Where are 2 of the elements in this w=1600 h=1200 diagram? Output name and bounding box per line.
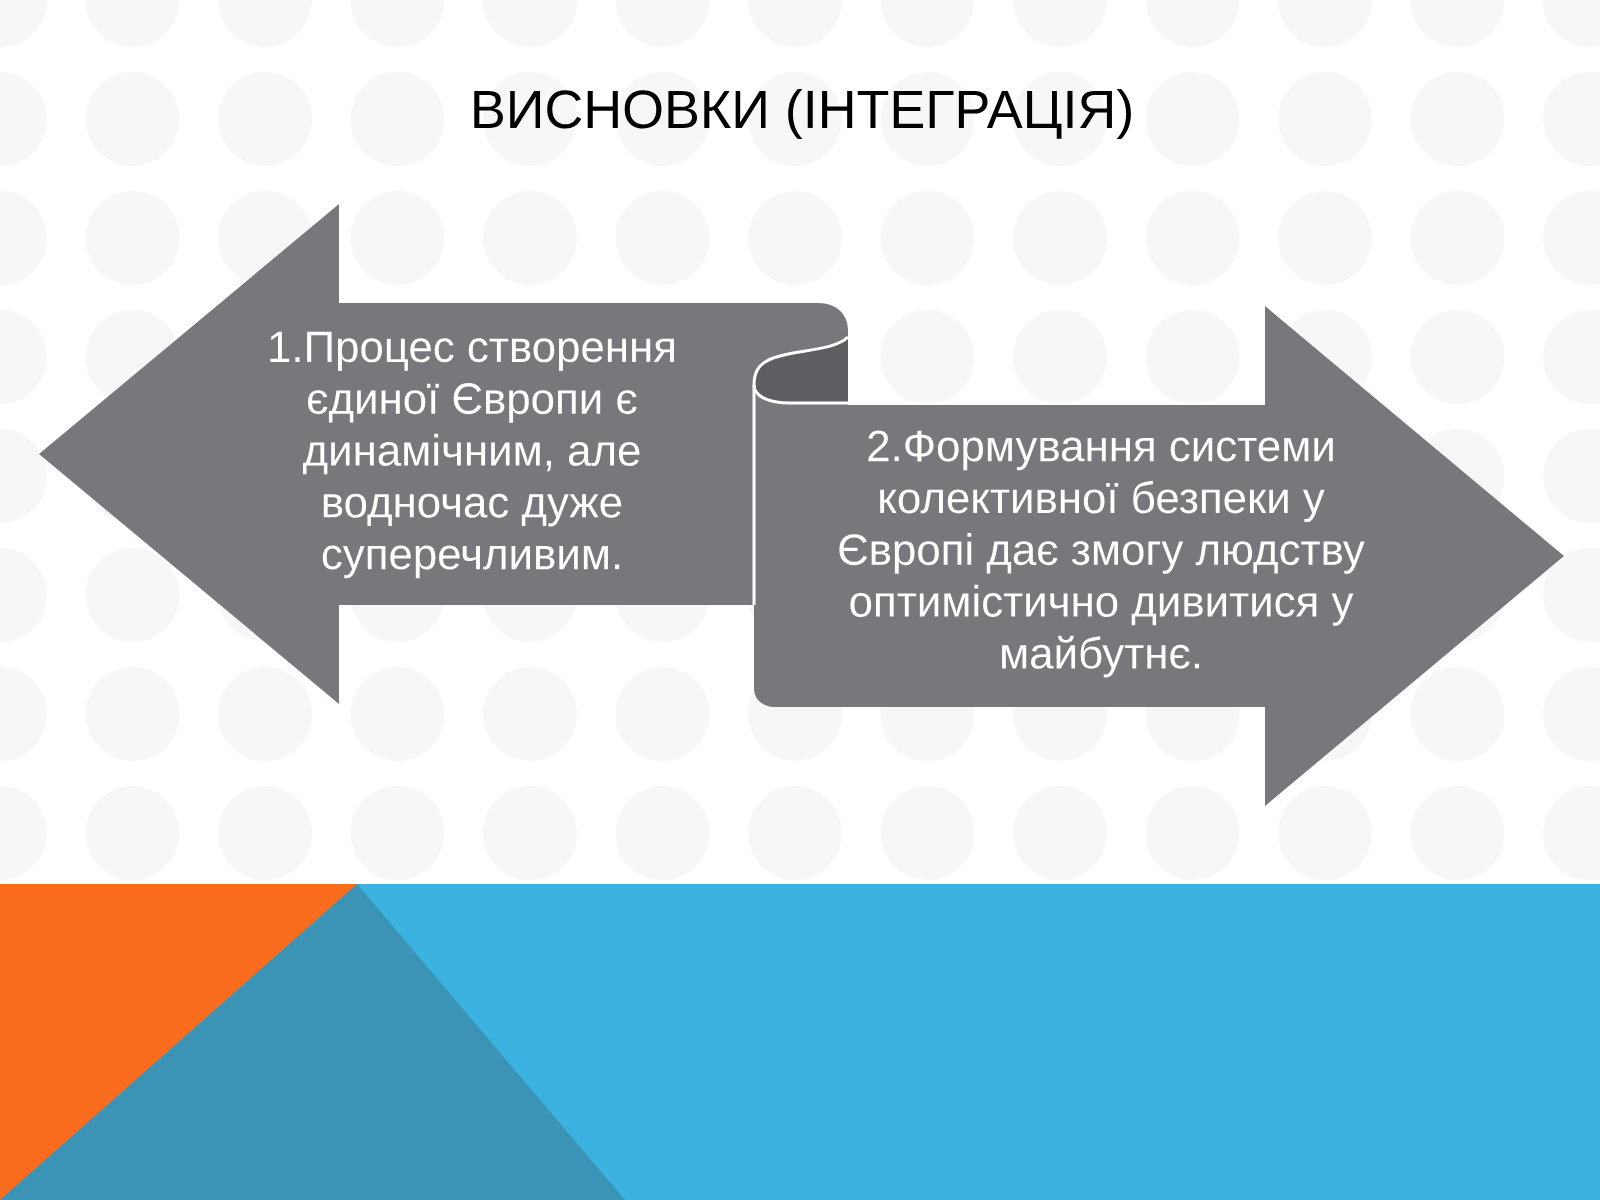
title: ВИСНОВКИ (ІНТЕГРАЦІЯ) [474,88,1131,140]
node-label: 1.Процес створення єдиної Європи є динамічним, але водночас дуже суперечливим. [270,331,674,579]
